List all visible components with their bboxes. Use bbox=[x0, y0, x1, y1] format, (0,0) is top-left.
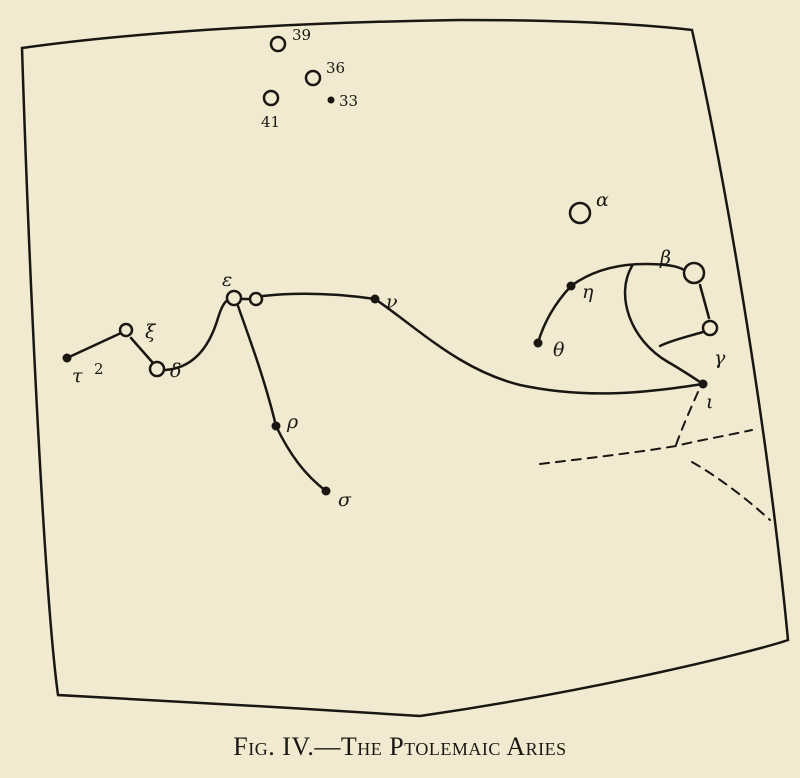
star-epsilon bbox=[225, 289, 243, 307]
chart-border bbox=[20, 18, 790, 718]
star-36 bbox=[304, 69, 322, 87]
star-gamma bbox=[701, 319, 719, 337]
star-xi bbox=[118, 322, 134, 338]
label-eta: η bbox=[582, 281, 594, 303]
line-rho-sigma bbox=[274, 424, 328, 493]
figure-caption: Fig. IV.—The Ptolemaic Aries bbox=[233, 732, 567, 761]
label-iota: ι bbox=[706, 391, 713, 413]
label-39: 39 bbox=[292, 26, 311, 44]
label-gamma: γ bbox=[714, 347, 726, 369]
star-iota bbox=[698, 379, 708, 389]
line-eta-beta bbox=[569, 262, 686, 288]
line-delta-epsilon bbox=[163, 298, 231, 372]
label-36: 36 bbox=[326, 59, 345, 77]
label-nu: ν bbox=[386, 291, 398, 313]
label-rho: ρ bbox=[286, 411, 299, 433]
line-theta-eta bbox=[536, 284, 573, 345]
dashed-line bbox=[539, 429, 753, 465]
line-xi-delta bbox=[129, 336, 155, 365]
line-tau-xi bbox=[65, 331, 123, 360]
label-tau: τ bbox=[72, 365, 83, 387]
line-horn-arc bbox=[623, 264, 705, 386]
star-beta bbox=[682, 261, 706, 285]
label-tau-superscript: 2 bbox=[94, 360, 104, 378]
line-omicron-nu bbox=[261, 292, 377, 301]
star-alpha bbox=[568, 201, 592, 225]
star-eta bbox=[566, 281, 576, 291]
dashed-line bbox=[675, 391, 699, 446]
star-delta bbox=[148, 360, 166, 378]
label-41: 41 bbox=[261, 113, 280, 131]
line-nu-iota bbox=[373, 297, 705, 395]
star-sigma bbox=[321, 486, 331, 496]
label-alpha: α bbox=[596, 189, 609, 211]
star-39 bbox=[269, 35, 287, 53]
star-nu bbox=[370, 294, 380, 304]
label-xi: ξ bbox=[145, 321, 157, 343]
label-epsilon: ε bbox=[222, 269, 232, 291]
label-sigma: σ bbox=[338, 489, 352, 511]
label-beta: β bbox=[659, 247, 671, 269]
line-beta-gamma bbox=[698, 283, 711, 320]
star-rho bbox=[271, 421, 281, 431]
label-theta: θ bbox=[553, 339, 565, 361]
line-epsilon-rho bbox=[236, 304, 278, 428]
dashed-line bbox=[691, 461, 771, 521]
star-33 bbox=[327, 96, 335, 104]
star-41 bbox=[262, 89, 280, 107]
label-delta: δ bbox=[170, 360, 181, 382]
star-theta bbox=[533, 338, 543, 348]
line-gamma-curl bbox=[658, 330, 705, 348]
star-tau2 bbox=[62, 353, 72, 363]
label-33: 33 bbox=[339, 92, 358, 110]
star-omicron bbox=[248, 291, 264, 307]
